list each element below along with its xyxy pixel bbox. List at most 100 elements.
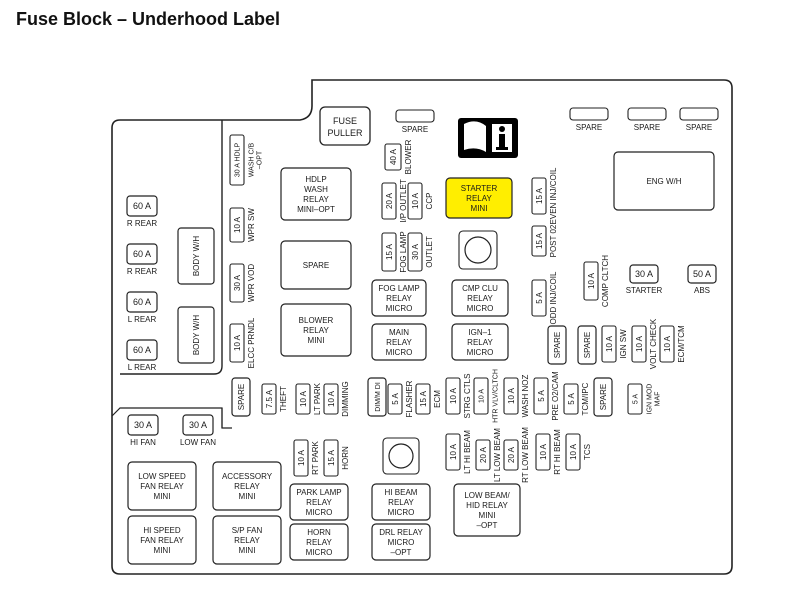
left-fuse-1[interactable]: 60 AR REAR — [126, 243, 158, 276]
htr-fuse-body — [473, 377, 489, 415]
fuse-block-outline — [111, 79, 733, 575]
wpr-sw-fuse-body — [229, 207, 245, 243]
spare-bottom-row[interactable]: SPARE — [231, 377, 251, 417]
accessory-relay-text: RELAY — [234, 482, 260, 491]
spare-right-1[interactable]: SPARE — [577, 325, 597, 365]
theft-fuse-label: THEFT — [279, 386, 288, 412]
dimm-di[interactable]: DIM/M DI — [367, 377, 387, 417]
strg-ctls-fuse-body — [445, 377, 461, 415]
body-wh-upper[interactable]: BODY W/H — [177, 227, 215, 285]
spare-right-2[interactable]: SPARE — [593, 377, 613, 417]
rt-hi-beam-fuse-label: RT HI BEAM — [553, 429, 562, 475]
rt-hi-beam-fuse-body — [535, 433, 551, 471]
blower-relay-text: RELAY — [303, 326, 329, 335]
top-spare-label: SPARE — [634, 123, 661, 132]
hi-speed-fan-relay-text: MINI — [154, 546, 171, 555]
flasher-fuse-label: FLASHER — [405, 380, 414, 417]
odd-inj-fuse-body — [531, 279, 547, 317]
ign-mod-fuse-rating: 5 A — [632, 394, 639, 404]
top-spare-0[interactable]: SPARE — [395, 109, 435, 134]
ign-mod-fuse-label: IGN MOD — [646, 384, 653, 415]
low-beam-hid-relay-text: MINI — [479, 511, 496, 520]
spare-relay[interactable]: SPARE — [280, 240, 352, 290]
left-fuse-3[interactable]: 60 AL REAR — [126, 339, 158, 372]
left-fuse-2[interactable]: 60 AL REAR — [126, 291, 158, 324]
left-fuse-0[interactable]: 60 AR REAR — [126, 195, 158, 228]
ecm-fuse-body — [415, 383, 431, 415]
top-spare-3[interactable]: SPARE — [679, 107, 719, 132]
low-beam-hid-relay-text: –OPT — [477, 521, 498, 530]
hi-fan-fuse-body — [127, 414, 159, 436]
fog-lamp-relay-text: FOG LAMP — [378, 284, 419, 293]
lt-park-fuse-label: LT PARK — [313, 382, 322, 415]
top-spare-1[interactable]: SPARE — [569, 107, 609, 132]
rt-low-beam-fuse-rating: 20 A — [507, 446, 516, 463]
fuse-puller[interactable]: FUSE PULLER — [319, 106, 371, 146]
body-wh-lower[interactable]: BODY W/H — [177, 306, 215, 364]
eng-wh-connector[interactable]: ENG W/H — [613, 151, 715, 211]
hi-fan-fuse[interactable]: 30 AHI FAN — [127, 414, 159, 447]
top-spare-2[interactable]: SPARE — [627, 107, 667, 132]
pre-o2-fuse-body — [533, 377, 549, 415]
elcc-prndl-fuse-rating: 10 A — [233, 334, 242, 351]
abs-fuse-rating: 50 A — [693, 269, 711, 279]
rt-low-beam-fuse-body — [503, 439, 519, 471]
spare-mid[interactable]: SPARE — [547, 325, 567, 365]
ign1-relay-text: IGN–1 — [468, 328, 492, 337]
